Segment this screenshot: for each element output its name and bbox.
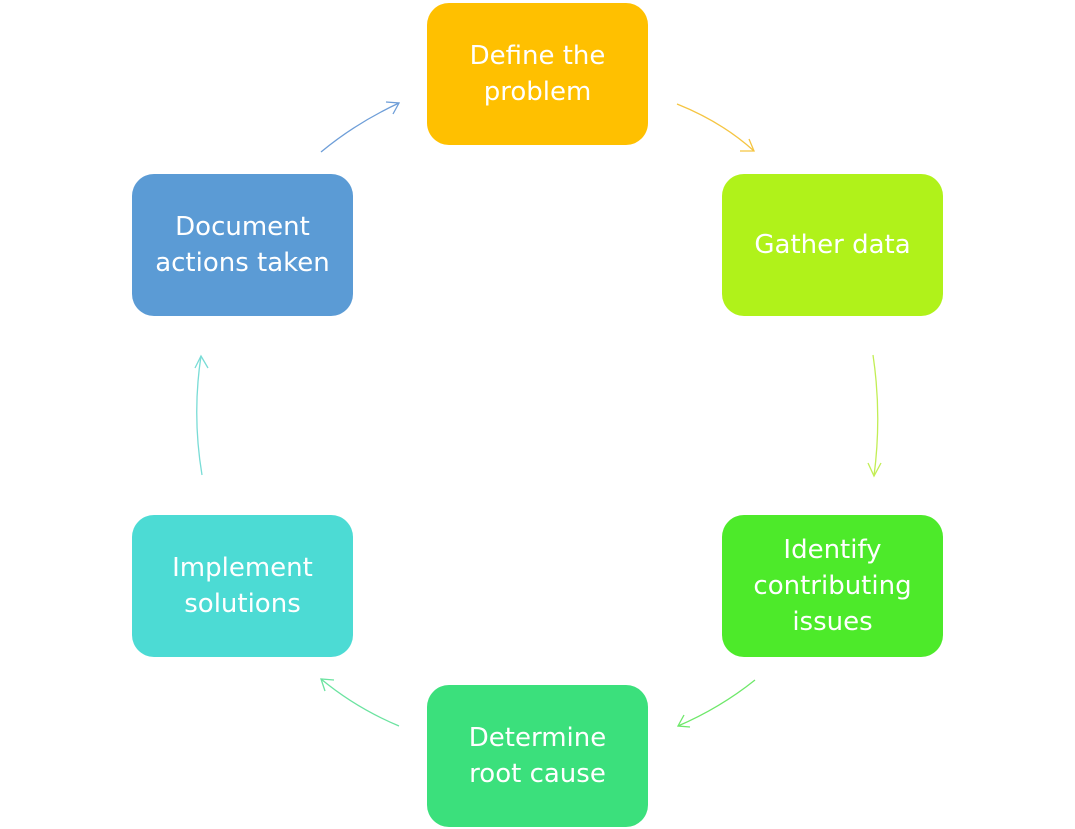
arrow-root-to-implement xyxy=(320,678,400,727)
step-determine-root-cause-label: Determine root cause xyxy=(468,723,607,789)
arrow-gather-to-identify-line xyxy=(872,354,879,477)
arrow-define-to-gather-head xyxy=(740,138,755,152)
step-define-the-problem-label: Define the problem xyxy=(469,41,606,107)
step-implement-solutions-label: Implement solutions xyxy=(172,553,313,619)
step-document-actions-taken-label: Document actions taken xyxy=(155,212,330,278)
arrow-implement-to-document-line xyxy=(196,355,203,476)
step-identify-contributing-issues: Identify contributing issues xyxy=(722,515,943,657)
arrow-define-to-gather xyxy=(676,103,755,152)
step-define-the-problem: Define the problem xyxy=(427,3,648,145)
step-determine-root-cause: Determine root cause xyxy=(427,685,648,827)
step-gather-data-label: Gather data xyxy=(754,230,911,260)
step-gather-data: Gather data xyxy=(722,174,943,316)
arrow-gather-to-identify xyxy=(867,354,882,478)
arrow-root-to-implement-head xyxy=(320,678,335,692)
arrow-identify-to-root xyxy=(676,679,756,728)
step-identify-contributing-issues-label: Identify contributing issues xyxy=(753,535,912,637)
arrow-define-to-gather-line xyxy=(676,103,755,152)
arrow-document-to-define-head xyxy=(385,101,401,115)
arrow-identify-to-root-line xyxy=(677,679,756,727)
step-document-actions-taken: Document actions taken xyxy=(132,174,353,316)
arrow-implement-to-document-head xyxy=(194,354,209,369)
arrow-root-to-implement-line xyxy=(320,678,400,727)
step-implement-solutions: Implement solutions xyxy=(132,515,353,657)
arrow-document-to-define-line xyxy=(320,102,400,153)
arrow-identify-to-root-head xyxy=(676,714,691,728)
arrow-implement-to-document xyxy=(194,354,209,476)
arrow-gather-to-identify-head xyxy=(867,462,882,478)
arrow-document-to-define xyxy=(320,101,401,153)
